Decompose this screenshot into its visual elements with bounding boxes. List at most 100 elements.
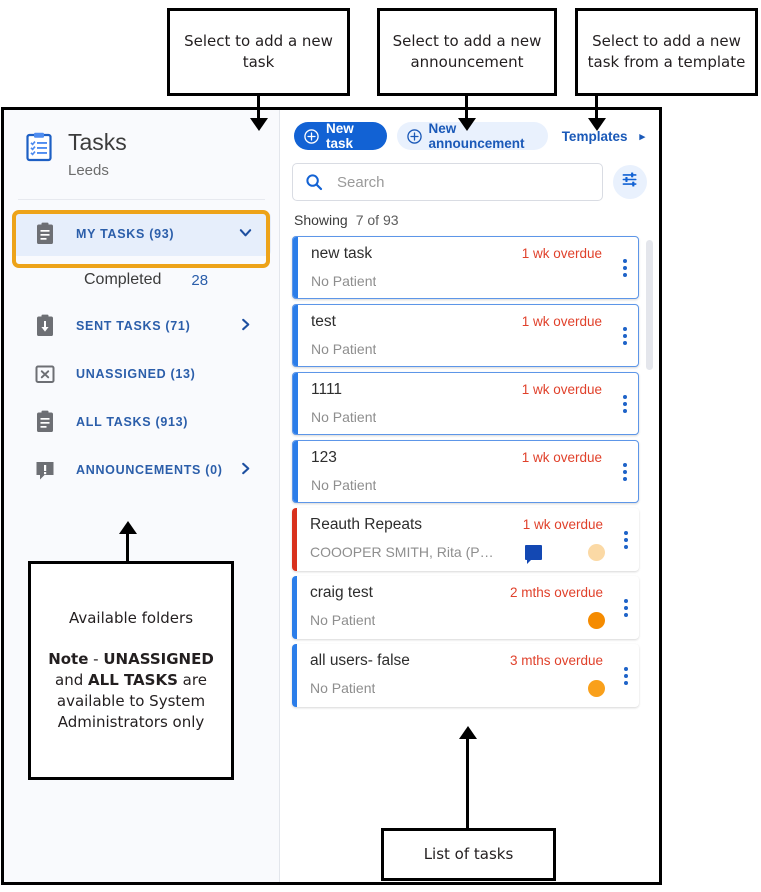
annotation-line-new-task — [257, 96, 260, 122]
annotation-line-templates — [595, 96, 598, 122]
clipboard-download-icon — [32, 313, 58, 339]
chevron-right-icon[interactable] — [238, 317, 253, 335]
annotation-new-task-text: Select to add a new task — [184, 32, 333, 71]
main-pane: New task New announcement Templates — [280, 110, 659, 882]
task-card[interactable]: Reauth Repeats 1 wk overdue COOOPER SMIT… — [292, 508, 639, 571]
new-task-button-label: New task — [326, 121, 354, 151]
sidebar-item-label: ANNOUNCEMENTS (0) — [76, 463, 223, 477]
annotation-folders-note: Note - UNASSIGNED and ALL TASKS are avai… — [41, 649, 221, 733]
templates-button[interactable]: Templates ▸ — [562, 129, 645, 144]
status-dot — [588, 679, 605, 697]
annotation-line-new-announcement — [465, 96, 468, 122]
task-due-status: 3 mths overdue — [509, 653, 603, 668]
filter-button[interactable] — [613, 165, 647, 199]
task-title: 1111 — [311, 381, 343, 398]
sidebar-item-label: UNASSIGNED (13) — [76, 367, 196, 381]
announcement-icon — [32, 457, 58, 483]
annotation-folders-and: and — [55, 671, 89, 689]
sidebar-item-count: 28 — [191, 271, 209, 289]
annotation-folders-bold-note: Note — [48, 650, 89, 668]
sidebar-item-completed[interactable]: Completed 28 — [12, 260, 271, 300]
task-patient: No Patient — [310, 680, 376, 696]
task-title: all users- false — [310, 652, 410, 669]
annotation-arrowhead-list — [459, 726, 477, 739]
annotation-arrowhead-templates — [588, 118, 606, 131]
sidebar-item-label: SENT TASKS (71) — [76, 319, 191, 333]
task-priority-stripe — [293, 305, 298, 366]
task-title: test — [311, 313, 336, 330]
clipboard-icon — [32, 221, 58, 247]
task-card[interactable]: new task 1 wk overdue No Patient — [292, 236, 639, 299]
task-card[interactable]: all users- false 3 mths overdue No Patie… — [292, 644, 639, 707]
page-title: Tasks — [68, 129, 127, 155]
annotation-line-folders — [126, 533, 129, 563]
annotation-list-of-tasks-text: List of tasks — [423, 845, 514, 863]
search-icon — [305, 173, 323, 191]
sidebar-item-my-tasks[interactable]: MY TASKS (93) — [12, 212, 271, 256]
task-card[interactable]: 123 1 wk overdue No Patient — [292, 440, 639, 503]
chevron-right-icon[interactable]: ▸ — [639, 130, 645, 143]
task-patient: No Patient — [311, 273, 377, 289]
task-card[interactable]: 1111 1 wk overdue No Patient — [292, 372, 639, 435]
new-task-button[interactable]: New task — [294, 121, 387, 151]
task-title: Reauth Repeats — [310, 516, 423, 533]
annotation-folders-tail: are available to System Administrators o… — [56, 671, 207, 731]
plus-circle-icon — [304, 128, 319, 144]
more-vertical-icon[interactable] — [623, 324, 628, 348]
task-list: new task 1 wk overdue No Patient — [292, 236, 653, 707]
task-due-status: 2 mths overdue — [509, 585, 603, 600]
task-priority-stripe — [292, 508, 297, 571]
sidebar-item-unassigned[interactable]: UNASSIGNED (13) — [12, 352, 271, 396]
task-due-status: 1 wk overdue — [521, 450, 602, 465]
sidebar-header: Tasks Leeds — [4, 110, 279, 185]
new-announcement-button-label: New announcement — [428, 121, 525, 151]
annotation-line-list — [466, 738, 469, 830]
task-due-status: 1 wk overdue — [521, 246, 602, 261]
task-priority-stripe — [293, 237, 298, 298]
annotation-arrowhead-folders — [119, 521, 137, 534]
annotation-arrowhead-new-task — [250, 118, 268, 131]
more-vertical-icon[interactable] — [623, 392, 628, 416]
scrollbar-thumb[interactable] — [646, 240, 653, 370]
annotation-list-of-tasks: List of tasks — [381, 828, 556, 881]
comment-icon — [525, 544, 542, 564]
sidebar-item-label: ALL TASKS (913) — [76, 415, 189, 429]
annotation-arrowhead-new-announcement — [458, 118, 476, 131]
task-patient: No Patient — [311, 477, 377, 493]
more-vertical-icon[interactable] — [624, 596, 629, 620]
annotation-folders-bold-alltasks: ALL TASKS — [88, 671, 178, 689]
sidebar-divider — [18, 199, 265, 200]
task-title: 123 — [311, 449, 337, 466]
task-card[interactable]: craig test 2 mths overdue No Patient — [292, 576, 639, 639]
sidebar-item-announcements[interactable]: ANNOUNCEMENTS (0) — [12, 448, 271, 492]
task-list-scrollbar[interactable] — [646, 236, 653, 707]
more-vertical-icon[interactable] — [624, 664, 629, 688]
task-patient: No Patient — [310, 612, 376, 628]
task-title: craig test — [310, 584, 373, 601]
annotation-new-announcement-text: Select to add a new announcement — [392, 32, 542, 71]
clipboard-icon — [32, 409, 58, 435]
task-patient: No Patient — [311, 341, 377, 357]
task-due-status: 1 wk overdue — [521, 382, 602, 397]
app-window: Tasks Leeds — [1, 107, 662, 885]
status-dot — [588, 611, 605, 629]
search-box[interactable] — [292, 163, 603, 201]
annotation-new-announcement: Select to add a new announcement — [377, 8, 557, 96]
sidebar-item-sent-tasks[interactable]: SENT TASKS (71) — [12, 304, 271, 348]
task-priority-stripe — [293, 373, 298, 434]
more-vertical-icon[interactable] — [623, 460, 628, 484]
chevron-down-icon[interactable] — [238, 225, 253, 243]
annotation-new-task: Select to add a new task — [167, 8, 350, 96]
task-title: new task — [311, 245, 373, 262]
search-input[interactable] — [335, 172, 590, 192]
more-vertical-icon[interactable] — [623, 256, 628, 280]
showing-count: 7 of 93 — [355, 212, 399, 228]
more-vertical-icon[interactable] — [624, 528, 629, 552]
task-patient: No Patient — [311, 409, 377, 425]
task-card[interactable]: test 1 wk overdue No Patient — [292, 304, 639, 367]
chevron-right-icon[interactable] — [238, 461, 253, 479]
sidebar-item-all-tasks[interactable]: ALL TASKS (913) — [12, 400, 271, 444]
status-dot — [588, 543, 605, 561]
sidebar-item-label: MY TASKS (93) — [76, 227, 175, 241]
task-priority-stripe — [292, 644, 297, 707]
